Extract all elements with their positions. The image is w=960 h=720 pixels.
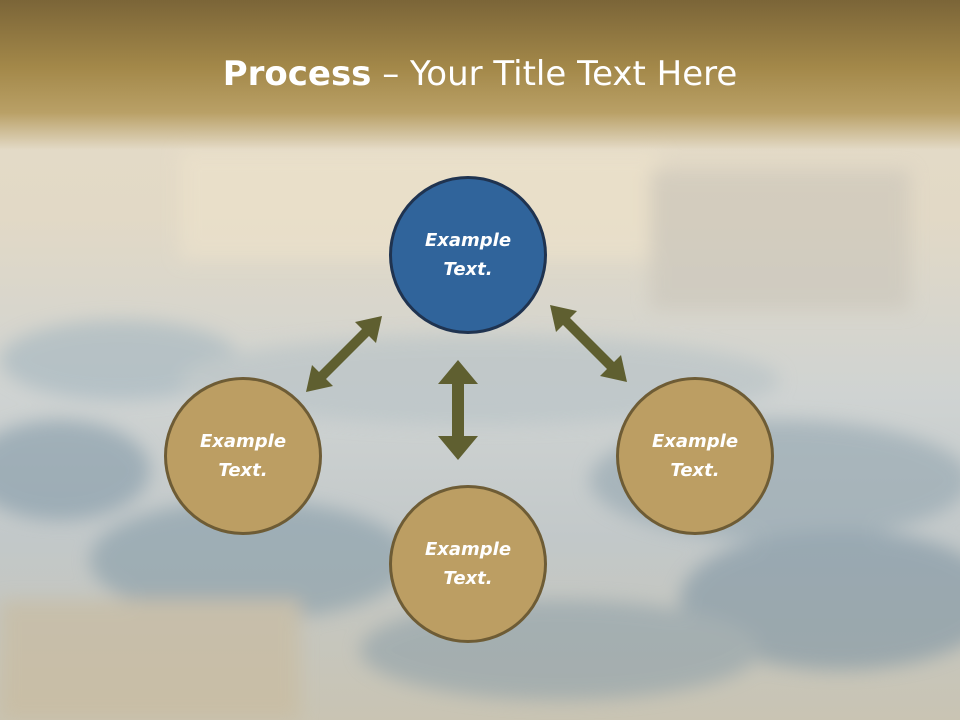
node-top-line1: Example [424,230,512,251]
double-arrow-top-right [550,305,627,382]
node-right: Example Text. [616,377,774,535]
title-bold-part: Process [222,54,372,94]
node-top-line2: Text. [443,259,493,280]
slide-title: Process – Your Title Text Here [0,52,960,96]
node-right-line1: Example [651,431,739,452]
node-top: Example Text. [389,176,547,334]
node-bottom: Example Text. [389,485,547,643]
title-band [0,0,960,150]
title-rest-part: – Your Title Text Here [371,54,738,94]
double-arrow-vertical [438,360,478,460]
node-left-line1: Example [199,431,287,452]
node-right-line2: Text. [670,460,720,481]
node-bottom-line1: Example [424,539,512,560]
node-left-line2: Text. [218,460,268,481]
node-left: Example Text. [164,377,322,535]
node-bottom-line2: Text. [443,568,493,589]
double-arrow-top-left [306,316,382,392]
